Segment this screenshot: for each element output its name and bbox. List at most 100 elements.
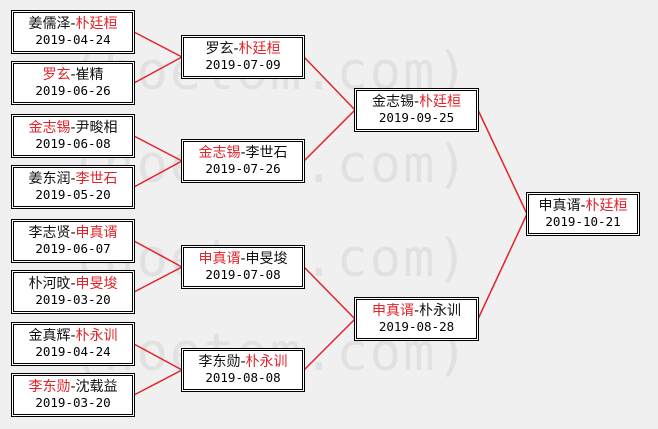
player-separator: - <box>240 251 246 267</box>
player-name: 姜东润 <box>28 171 71 187</box>
match-players: 姜儒泽-朴廷桓 <box>14 16 132 32</box>
player-separator: - <box>580 198 586 214</box>
bracket-connector-line <box>303 56 356 111</box>
match-date: 2019-06-26 <box>35 83 111 98</box>
match-players: 申真谞-朴永训 <box>357 303 476 319</box>
player-name: 崔精 <box>75 67 104 83</box>
player-name: 申旻埈 <box>75 276 118 292</box>
player-separator: - <box>70 379 76 395</box>
player-name: 尹畯相 <box>75 120 118 136</box>
player-name: 李世石 <box>75 171 118 187</box>
match-date: 2019-03-20 <box>35 395 111 410</box>
player-separator: - <box>70 328 76 344</box>
player-separator: - <box>70 120 76 136</box>
bracket-connector-line <box>133 160 183 188</box>
player-name: 李东勋 <box>198 354 241 370</box>
match-players: 金志锡-李世石 <box>184 145 302 161</box>
match-date: 2019-07-26 <box>205 161 281 176</box>
match-date: 2019-08-08 <box>205 370 281 385</box>
match-players: 李志贤-申真谞 <box>14 225 132 241</box>
player-name: 金真辉 <box>28 328 71 344</box>
player-name: 金志锡 <box>198 145 241 161</box>
match-date: 2019-10-21 <box>545 214 621 229</box>
player-name: 申旻埈 <box>245 251 288 267</box>
match-date: 2019-04-24 <box>35 344 111 359</box>
player-separator: - <box>240 354 246 370</box>
player-name: 朴永训 <box>419 303 462 319</box>
match-players: 金志锡-朴廷桓 <box>357 94 476 110</box>
match-players: 金志锡-尹畯相 <box>14 120 132 136</box>
match-date: 2019-03-20 <box>35 292 111 307</box>
player-name: 朴廷桓 <box>585 198 628 214</box>
match-date: 2019-06-07 <box>35 241 111 256</box>
player-name: 朴永训 <box>75 328 118 344</box>
bracket-connector-line <box>303 318 356 371</box>
match-players: 申真谞-申旻埈 <box>184 251 302 267</box>
player-separator: - <box>233 41 239 57</box>
bracket-connector-line <box>303 109 356 162</box>
bracket-connector-line <box>133 266 183 293</box>
bracket-connector-line <box>133 343 183 371</box>
player-name: 李东勋 <box>28 379 71 395</box>
match-players: 朴河旼-申旻埈 <box>14 276 132 292</box>
bracket-connector-line <box>133 56 183 84</box>
player-name: 李志贤 <box>28 225 71 241</box>
player-separator: - <box>70 225 76 241</box>
player-separator: - <box>240 145 246 161</box>
player-name: 申真谞 <box>198 251 241 267</box>
player-name: 罗玄 <box>42 67 71 83</box>
match-date: 2019-04-24 <box>35 32 111 47</box>
match-date: 2019-07-09 <box>205 57 281 72</box>
player-name: 李世石 <box>245 145 288 161</box>
player-name: 朴廷桓 <box>238 41 281 57</box>
bracket-connector-line <box>477 213 528 320</box>
player-separator: - <box>70 67 76 83</box>
match-date: 2019-07-08 <box>205 267 281 282</box>
match-players: 姜东润-李世石 <box>14 171 132 187</box>
match-players: 李东勋-沈载益 <box>14 379 132 395</box>
player-name: 申真谞 <box>538 198 581 214</box>
match-players: 金真辉-朴永训 <box>14 328 132 344</box>
match-date: 2019-09-25 <box>378 110 455 125</box>
match-players: 罗玄-朴廷桓 <box>184 41 302 57</box>
bracket-connector-line <box>477 109 528 215</box>
player-name: 金志锡 <box>28 120 71 136</box>
match-date: 2019-05-20 <box>35 187 111 202</box>
player-separator: - <box>70 16 76 32</box>
player-name: 朴廷桓 <box>419 94 462 110</box>
player-name: 沈载益 <box>75 379 118 395</box>
bracket-connector-line <box>303 266 356 320</box>
player-name: 罗玄 <box>205 41 234 57</box>
match-date: 2019-08-28 <box>378 319 455 334</box>
bracket-connector-line <box>133 135 183 162</box>
bracket-connector-line <box>133 240 183 268</box>
player-name: 姜儒泽 <box>28 16 71 32</box>
player-name: 申真谞 <box>75 225 118 241</box>
player-name: 朴廷桓 <box>75 16 118 32</box>
match-players: 李东勋-朴永训 <box>184 354 302 370</box>
player-separator: - <box>70 276 76 292</box>
player-name: 申真谞 <box>371 303 414 319</box>
bracket-connector-line <box>133 31 183 58</box>
player-name: 朴河旼 <box>28 276 71 292</box>
player-separator: - <box>413 94 420 110</box>
player-name: 朴永训 <box>245 354 288 370</box>
bracket-connector-line <box>133 369 183 396</box>
match-players: 申真谞-朴廷桓 <box>529 198 637 214</box>
